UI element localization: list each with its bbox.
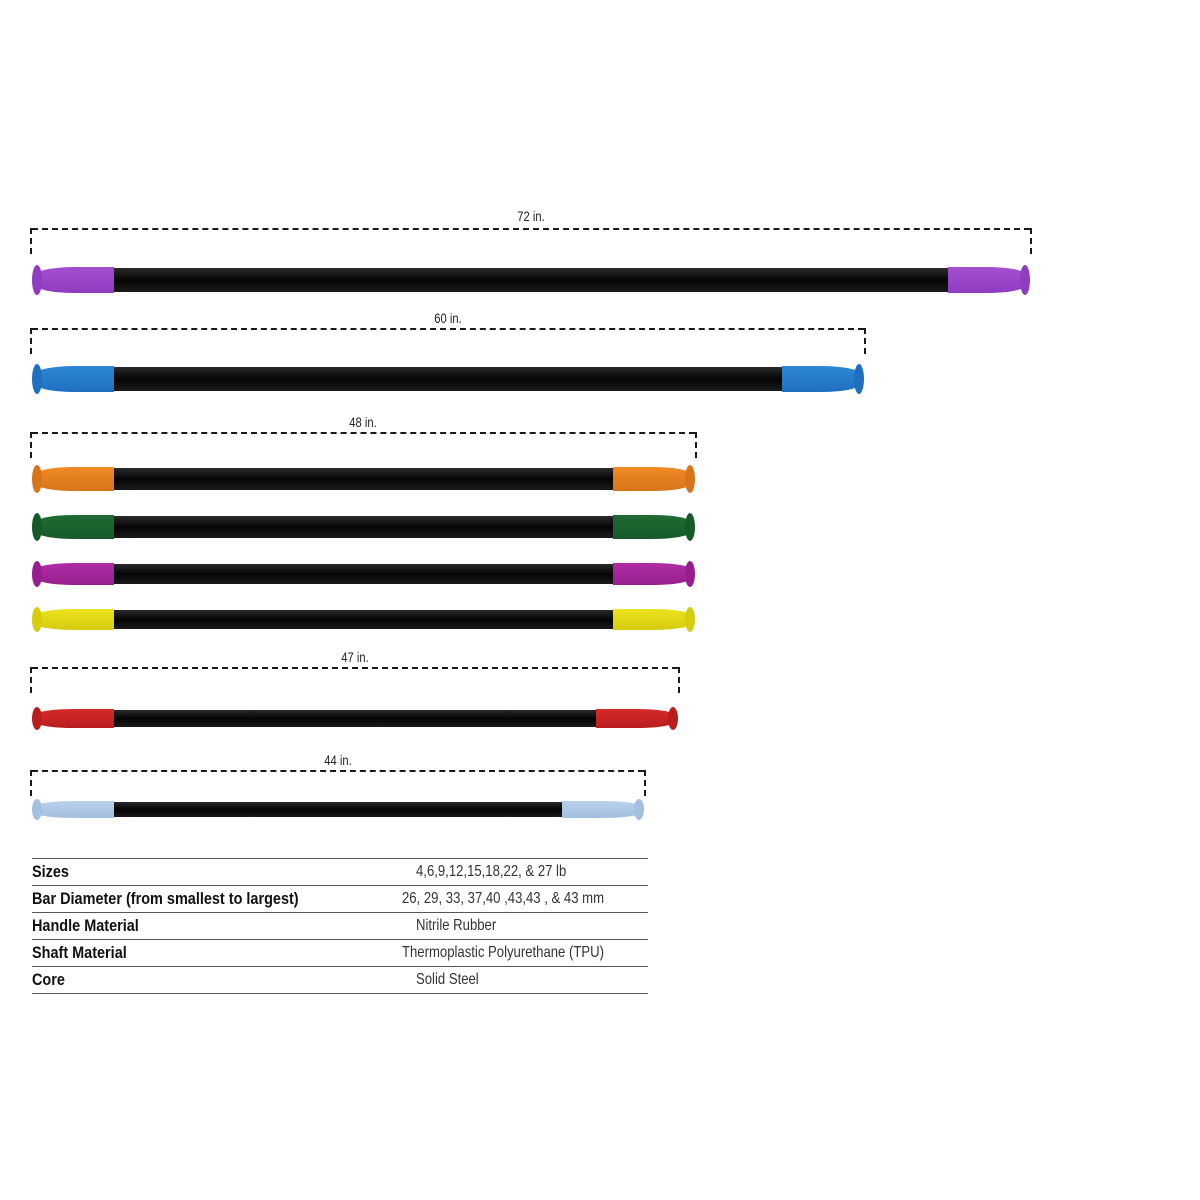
right-end-cap	[685, 607, 695, 632]
right-grip	[613, 563, 691, 585]
left-end-cap	[32, 561, 42, 587]
bar-shaft	[110, 564, 617, 584]
weighted-bar	[32, 799, 644, 820]
bar-shaft	[110, 367, 786, 391]
weighted-bar	[32, 513, 695, 541]
weighted-bar	[32, 561, 695, 587]
spec-row-core: Core Solid Steel	[32, 966, 648, 994]
weighted-bar	[32, 265, 1030, 295]
bar-shaft	[110, 268, 952, 292]
left-grip	[36, 467, 114, 491]
weighted-bar	[32, 465, 695, 493]
spec-label: Handle Material	[32, 916, 139, 935]
weighted-bar	[32, 364, 864, 394]
dimension-line-47	[30, 667, 680, 693]
left-grip	[36, 801, 114, 818]
bar-shaft	[110, 516, 617, 538]
right-end-cap	[685, 561, 695, 587]
spec-label: Core	[32, 970, 65, 989]
length-label-72: 72 in.	[517, 208, 545, 224]
specs-table: Sizes 4,6,9,12,15,18,22, & 27 lb Bar Dia…	[32, 858, 648, 994]
length-label-47: 47 in.	[341, 649, 369, 665]
spec-value: 26, 29, 33, 37,40 ,43,43 , & 43 mm	[401, 890, 604, 907]
left-grip	[36, 515, 114, 539]
spec-value: 4,6,9,12,15,18,22, & 27 lb	[416, 863, 567, 880]
left-end-cap	[32, 265, 42, 295]
left-grip	[36, 563, 114, 585]
left-grip	[36, 609, 114, 630]
dimension-line-60	[30, 328, 866, 354]
right-end-cap	[685, 465, 695, 493]
spec-row-shaft: Shaft Material Thermoplastic Polyurethan…	[32, 939, 648, 966]
left-grip	[36, 709, 114, 728]
bar-shaft	[110, 468, 617, 490]
bar-shaft	[110, 802, 566, 817]
length-label-48: 48 in.	[349, 414, 377, 430]
left-grip	[36, 267, 114, 293]
right-end-cap	[685, 513, 695, 541]
spec-label: Bar Diameter (from smallest to largest)	[32, 889, 299, 908]
bar-shaft	[110, 610, 617, 629]
right-grip	[613, 609, 691, 630]
dimension-line-44	[30, 770, 646, 796]
left-end-cap	[32, 513, 42, 541]
weighted-bar	[32, 607, 695, 632]
bar-shaft	[110, 710, 600, 727]
spec-value: Nitrile Rubber	[416, 917, 497, 934]
spec-value: Solid Steel	[416, 971, 479, 988]
left-end-cap	[32, 607, 42, 632]
weighted-bar	[32, 707, 678, 730]
right-end-cap	[634, 799, 644, 820]
left-grip	[36, 366, 114, 392]
spec-row-diameter: Bar Diameter (from smallest to largest) …	[32, 885, 648, 912]
right-end-cap	[854, 364, 864, 394]
spec-value: Thermoplastic Polyurethane (TPU)	[401, 944, 604, 961]
left-end-cap	[32, 707, 42, 730]
right-grip	[596, 709, 674, 728]
spec-row-sizes: Sizes 4,6,9,12,15,18,22, & 27 lb	[32, 858, 648, 885]
left-end-cap	[32, 364, 42, 394]
left-end-cap	[32, 799, 42, 820]
right-grip	[613, 515, 691, 539]
right-grip	[562, 801, 640, 818]
spec-label: Sizes	[32, 862, 69, 881]
right-grip	[613, 467, 691, 491]
length-label-60: 60 in.	[434, 310, 462, 326]
right-end-cap	[668, 707, 678, 730]
right-end-cap	[1020, 265, 1030, 295]
right-grip	[948, 267, 1026, 293]
spec-label: Shaft Material	[32, 943, 127, 962]
dimension-line-48	[30, 432, 697, 458]
dimension-line-72	[30, 228, 1032, 254]
left-end-cap	[32, 465, 42, 493]
spec-row-handle: Handle Material Nitrile Rubber	[32, 912, 648, 939]
right-grip	[782, 366, 860, 392]
length-label-44: 44 in.	[324, 752, 352, 768]
